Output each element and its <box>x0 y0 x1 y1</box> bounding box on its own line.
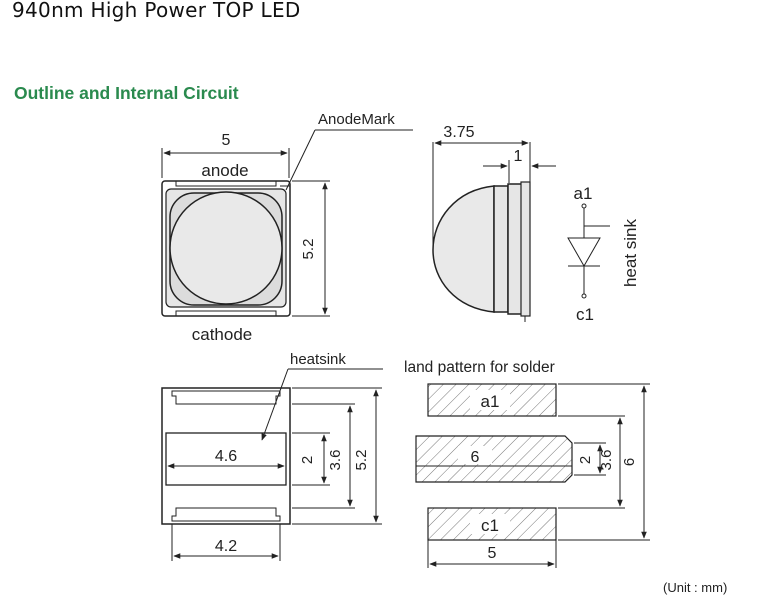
land-width-dim: 5 <box>488 545 497 562</box>
anode-mark-label: AnodeMark <box>318 111 395 128</box>
land-inner-height-dim: 3.6 <box>598 450 615 471</box>
land-center-height-dim: 2 <box>577 456 594 464</box>
page-title: 940nm High Power TOP LED <box>12 0 301 22</box>
section-title: Outline and Internal Circuit <box>14 83 239 103</box>
heat-sink-label: heat sink <box>621 218 640 287</box>
bottom-outline <box>161 387 291 525</box>
lead-tab <box>175 310 277 316</box>
anode-pin-label: a1 <box>574 184 593 203</box>
leader-line <box>261 368 289 441</box>
side-lead <box>520 181 531 317</box>
heatsink-width-dim: 4.6 <box>215 448 237 465</box>
unit-note: (Unit : mm) <box>663 580 728 595</box>
diode-triangle <box>567 237 601 268</box>
cathode-label: cathode <box>192 325 253 344</box>
bottom-inner-height-dim: 3.6 <box>327 450 344 471</box>
side-base-dim: 1 <box>514 148 523 165</box>
heatsink-pad <box>165 432 287 486</box>
land-dims <box>427 383 650 568</box>
heatsink-height-dim: 2 <box>299 456 316 464</box>
circuit-symbol <box>567 203 610 299</box>
bottom-total-height-dim: 5.2 <box>353 450 370 471</box>
bottom-pad-top <box>171 390 281 405</box>
top-view <box>161 129 413 317</box>
side-body <box>493 185 509 313</box>
side-total-dim: 3.75 <box>443 124 474 141</box>
dome-lens <box>432 185 495 313</box>
lead-tab <box>175 181 277 187</box>
lens-circle <box>169 191 283 305</box>
package-outline <box>161 180 291 317</box>
leader-line <box>285 129 316 191</box>
top-height-dim: 5.2 <box>300 239 317 260</box>
side-view <box>432 140 556 322</box>
cathode-pin-label: c1 <box>576 305 594 324</box>
heatsink-label: heatsink <box>290 351 346 368</box>
land-pad-center <box>415 435 573 483</box>
label-bg <box>458 446 492 464</box>
land-total-height-dim: 6 <box>621 458 638 466</box>
anode-label: anode <box>201 161 248 180</box>
top-width-dim: 5 <box>222 132 231 149</box>
bottom-view <box>161 368 383 561</box>
bottom-pad-bottom <box>171 507 281 522</box>
label-bg <box>470 514 510 534</box>
land-pad-center-label: 6 <box>471 449 480 466</box>
land-pad-a1-label: a1 <box>481 392 500 411</box>
land-pattern-title: land pattern for solder <box>404 359 555 376</box>
anode-mark-notch <box>280 185 291 192</box>
label-bg <box>470 390 510 410</box>
land-pad-c1-label: c1 <box>481 516 499 535</box>
bottom-width-dim: 4.2 <box>215 538 237 555</box>
side-base <box>507 183 523 315</box>
anode-terminal <box>581 203 587 209</box>
cathode-terminal <box>581 293 587 299</box>
